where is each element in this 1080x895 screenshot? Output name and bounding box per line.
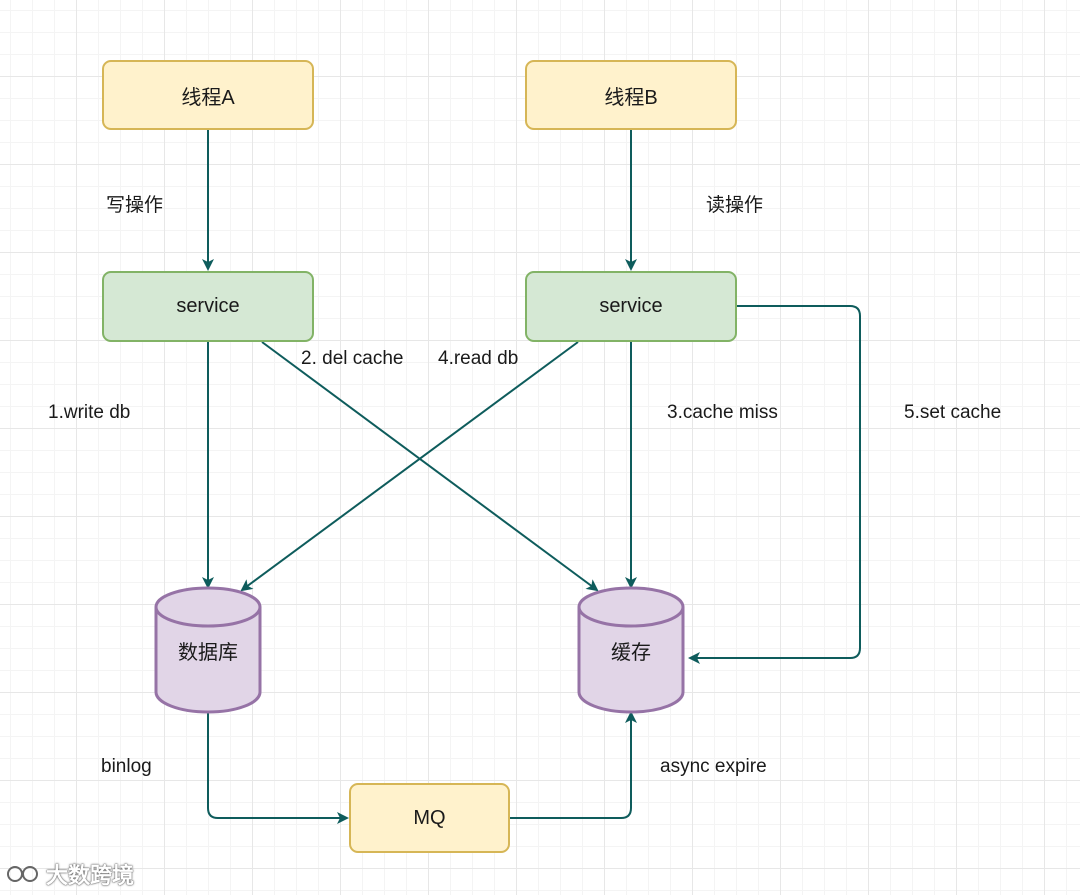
service-b-node: service — [525, 271, 737, 342]
edge-set-cache — [688, 305, 861, 664]
edge-binlog — [207, 712, 349, 824]
mq-node: MQ — [349, 783, 510, 853]
service-b-label: service — [599, 295, 663, 317]
edge-del-cache — [261, 341, 599, 592]
database-label: 数据库 — [178, 641, 238, 664]
cache-label: 缓存 — [611, 641, 651, 664]
set-cache-label: 5.set cache — [904, 402, 1002, 423]
edge-async-expire — [510, 711, 637, 819]
thread-a-label: 线程A — [181, 86, 235, 109]
service-a-label: service — [176, 295, 240, 317]
watermark: 大数跨境 — [6, 858, 134, 890]
async-expire-label: async expire — [660, 756, 767, 777]
write-op-label: 写操作 — [106, 195, 164, 216]
watermark-logo-icon — [7, 866, 38, 882]
edge-read-db — [240, 341, 579, 592]
cache-cylinder — [577, 586, 685, 714]
service-a-node: service — [102, 271, 314, 342]
watermark-text: 大数跨境 — [46, 863, 135, 888]
thread-b-node: 线程B — [525, 60, 737, 130]
read-db-label: 4.read db — [438, 348, 519, 369]
cache-miss-label: 3.cache miss — [667, 402, 778, 423]
write-db-label: 1.write db — [48, 402, 131, 423]
del-cache-label: 2. del cache — [301, 348, 404, 369]
binlog-label: binlog — [101, 756, 152, 777]
read-op-label: 读操作 — [706, 195, 764, 216]
thread-b-label: 线程B — [604, 86, 658, 109]
thread-a-node: 线程A — [102, 60, 314, 130]
database-cylinder — [154, 586, 262, 714]
mq-label: MQ — [413, 806, 446, 829]
